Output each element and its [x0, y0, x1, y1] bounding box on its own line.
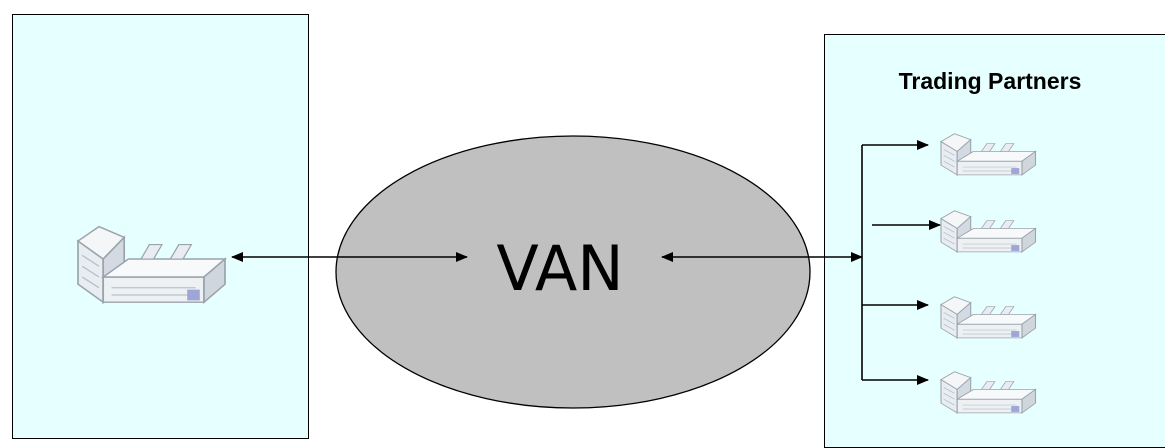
van-label: VAN	[496, 232, 624, 305]
partner-4-building-icon	[940, 371, 1037, 414]
company-panel	[12, 14, 309, 439]
company-building-icon	[76, 225, 227, 304]
van-network-ellipse	[335, 135, 811, 409]
partner-1-building-icon	[940, 133, 1037, 176]
trading-partners-title: Trading Partners	[898, 68, 1082, 94]
partner-3-building-icon	[940, 296, 1037, 339]
partner-2-building-icon	[940, 210, 1037, 253]
